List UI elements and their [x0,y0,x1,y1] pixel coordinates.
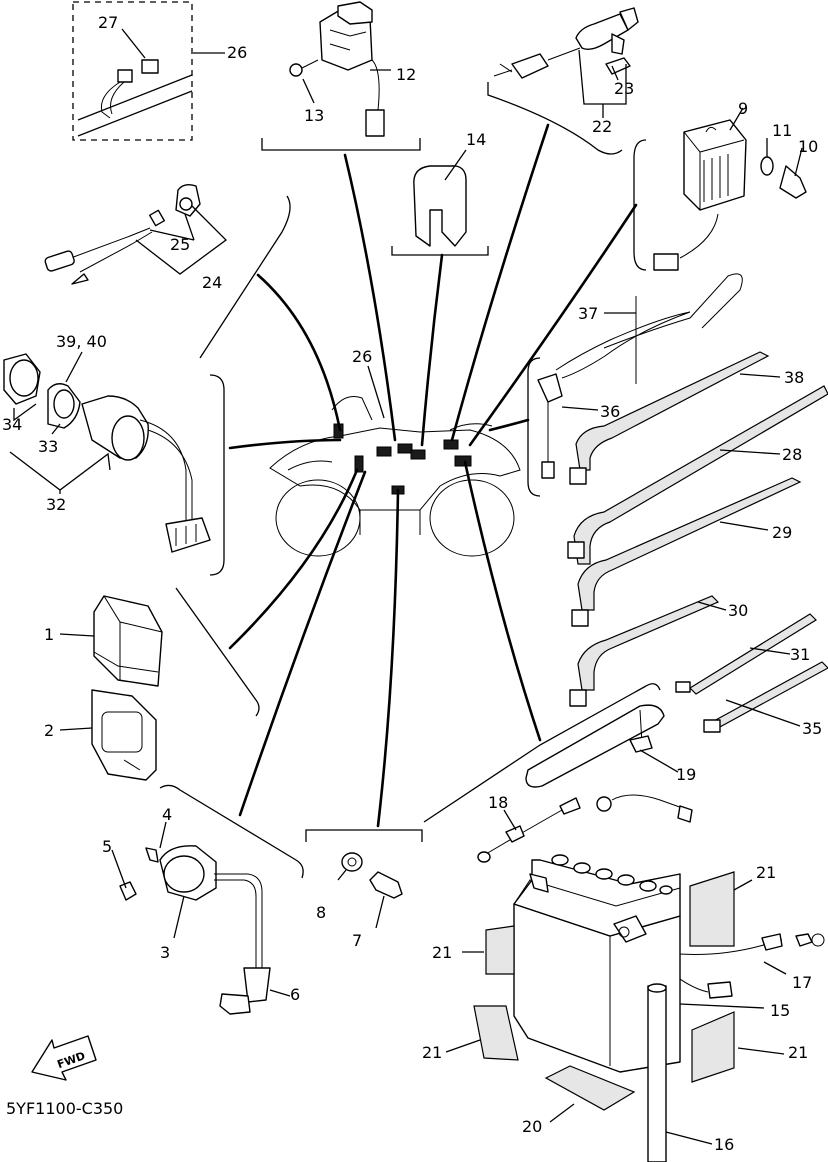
callout-10: 10 [798,137,818,156]
callout-30: 30 [728,601,748,620]
cdi-unit [653,119,807,271]
callout-35: 35 [802,719,822,738]
callout-27: 27 [98,13,118,32]
ignition-coil [119,845,271,1015]
callout-18: 18 [488,793,508,812]
callout-2: 2 [44,721,54,740]
callout-36: 36 [600,402,620,421]
callout-17: 17 [792,973,812,992]
neutral-switch [341,852,403,899]
thermo-sensor [537,273,743,479]
harness-clamps [333,423,472,495]
callout-34: 34 [2,415,22,434]
breather-hose [647,983,667,1162]
callout-20: 20 [522,1117,542,1136]
callout-25: 25 [170,235,190,254]
callout-26-harness: 26 [352,347,372,366]
callout-15: 15 [770,1001,790,1020]
callout-4: 4 [162,805,172,824]
callout-13: 13 [304,106,324,125]
drawing-code: 5YF1100-C350 [6,1099,123,1118]
callout-29: 29 [772,523,792,542]
leader-lines [9,28,803,1145]
callout-5: 5 [102,837,112,856]
rectifier-regulator [91,595,163,781]
callout-9: 9 [738,99,748,118]
callout-8: 8 [316,903,326,922]
harness-wires [228,123,638,828]
battery-band [525,704,665,788]
callout-31: 31 [790,645,810,664]
callout-33: 33 [38,437,58,456]
callout-7: 7 [352,931,362,950]
callout-14: 14 [466,130,486,149]
cable-ties [567,351,828,733]
starter-relay [289,1,385,137]
harness-clip-group [72,1,193,141]
callout-1: 1 [44,625,54,644]
callout-22: 22 [592,117,612,136]
group-brackets [159,82,661,879]
fwd-arrow: FWD [31,1035,97,1081]
callout-19: 19 [676,765,696,784]
callout-23: 23 [614,79,634,98]
callout-12: 12 [396,65,416,84]
callout-11: 11 [772,121,792,140]
callout-28: 28 [782,445,802,464]
battery-leads [477,794,825,999]
relay-cover [413,165,467,247]
callout-21-bottom-right: 21 [788,1043,808,1062]
callout-26-box: 26 [227,43,247,62]
main-switch [3,353,211,553]
callout-21-bottom-left: 21 [422,1043,442,1062]
fuse-holder [493,7,639,79]
battery [513,854,681,1073]
callout-21-top: 21 [756,863,776,882]
callout-37: 37 [578,304,598,323]
callout-38: 38 [784,368,804,387]
callout-6: 6 [290,985,300,1004]
callout-16: 16 [714,1135,734,1154]
callout-21-left: 21 [432,943,452,962]
atv-outline [269,396,521,557]
callout-numbers: 27 26 12 13 14 23 22 9 11 10 25 24 37 39… [2,13,822,1154]
battery-pads [473,871,735,1111]
callout-39-40: 39, 40 [56,332,107,351]
callout-3: 3 [160,943,170,962]
callout-24: 24 [202,273,222,292]
callout-32: 32 [46,495,66,514]
